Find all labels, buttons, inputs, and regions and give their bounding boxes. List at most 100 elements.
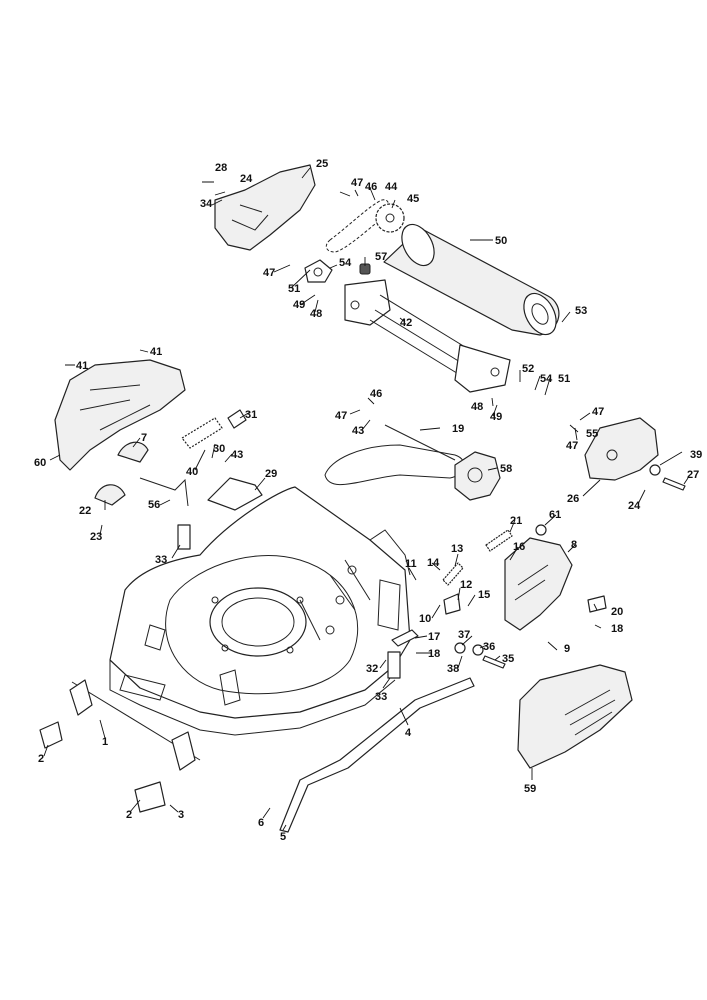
callout-60: 60 [34, 457, 46, 469]
callout-56: 56 [148, 499, 160, 511]
callout-58: 58 [500, 463, 512, 475]
flange-51 [304, 259, 333, 283]
rear-roller [383, 223, 560, 336]
knob-7 [117, 441, 149, 463]
callout-41: 41 [76, 360, 88, 372]
callout-51: 51 [288, 283, 300, 295]
roller-frame [344, 279, 511, 393]
callout-19: 19 [452, 423, 464, 435]
callout-6: 6 [258, 817, 264, 829]
callout-40: 40 [186, 466, 198, 478]
callout-17: 17 [428, 631, 440, 643]
callout-13: 13 [451, 543, 463, 555]
callout-47: 47 [566, 440, 578, 452]
bolt-35 [482, 655, 506, 669]
callout-39: 39 [690, 449, 702, 461]
callout-7: 7 [141, 432, 147, 444]
callout-54: 54 [540, 373, 553, 385]
callout-18: 18 [428, 648, 440, 660]
mower-deck [109, 486, 411, 736]
side-cover-60 [54, 359, 186, 471]
callout-9: 9 [564, 643, 570, 655]
callout-54: 54 [339, 257, 352, 269]
chute-59 [517, 664, 633, 769]
side-cover-26 [584, 417, 659, 481]
callout-38: 38 [447, 663, 459, 675]
callout-43: 43 [231, 449, 243, 461]
callout-3: 3 [178, 809, 184, 821]
callout-29: 29 [265, 468, 277, 480]
sprocket-45 [375, 203, 405, 233]
rack-29 [207, 477, 263, 511]
callout-51: 51 [558, 373, 570, 385]
handle-bar-4 [279, 677, 475, 833]
clip-20 [587, 595, 607, 613]
callout-20: 20 [611, 606, 623, 618]
callout-12: 12 [460, 579, 472, 591]
callout-49: 49 [490, 411, 502, 423]
bushing-39 [649, 464, 661, 476]
cap-61 [535, 524, 547, 536]
callout-33: 33 [375, 691, 387, 703]
callout-36: 36 [483, 641, 495, 653]
lever-17 [391, 629, 419, 647]
rod-56 [139, 477, 189, 507]
callout-35: 35 [502, 653, 514, 665]
callout-50: 50 [495, 235, 507, 247]
callout-31: 31 [245, 409, 257, 421]
callout-25: 25 [316, 158, 328, 170]
knob-22 [94, 484, 126, 506]
callout-23: 23 [90, 531, 102, 543]
callout-53: 53 [575, 305, 587, 317]
callout-47: 47 [592, 406, 604, 418]
callout-57: 57 [375, 251, 387, 263]
callout-48: 48 [471, 401, 483, 413]
callout-16: 16 [513, 541, 525, 553]
leader-lines [43, 167, 689, 831]
callout-46: 46 [370, 388, 382, 400]
callout-11: 11 [405, 558, 417, 570]
gearbox-58 [454, 451, 501, 501]
callout-41: 41 [150, 346, 162, 358]
callout-44: 44 [385, 181, 398, 193]
spring-40 [181, 417, 223, 449]
callout-47: 47 [351, 177, 363, 189]
callout-46: 46 [365, 181, 377, 193]
cover-8 [504, 537, 573, 631]
callout-49: 49 [293, 299, 305, 311]
callout-2: 2 [38, 753, 44, 765]
callout-4: 4 [405, 727, 412, 739]
callout-8: 8 [571, 539, 577, 551]
callout-52: 52 [522, 363, 534, 375]
callout-45: 45 [407, 193, 419, 205]
callout-34: 34 [200, 198, 213, 210]
bracket-2b [134, 781, 166, 813]
spring-21 [485, 529, 513, 552]
callout-32: 32 [366, 663, 378, 675]
chain-cover-25 [214, 164, 316, 251]
callout-5: 5 [280, 831, 286, 843]
callout-1: 1 [102, 736, 108, 748]
callout-42: 42 [400, 317, 412, 329]
callout-47: 47 [335, 410, 347, 422]
callout-22: 22 [79, 505, 91, 517]
callout-30: 30 [213, 443, 225, 455]
bracket-33b [387, 651, 401, 679]
callout-24: 24 [628, 500, 641, 512]
clip-31 [227, 409, 247, 429]
callout-labels: 28 24 25 34 47 46 44 45 50 47 54 57 51 4… [34, 158, 702, 843]
washer-37 [454, 642, 466, 654]
callout-21: 21 [510, 515, 522, 527]
callout-28: 28 [215, 162, 227, 174]
callout-59: 59 [524, 783, 536, 795]
callout-10: 10 [419, 613, 431, 625]
callout-2: 2 [126, 809, 132, 821]
callout-37: 37 [458, 629, 470, 641]
callout-43: 43 [352, 425, 364, 437]
callout-14: 14 [427, 557, 440, 569]
drive-chain [325, 199, 389, 253]
bracket-33a [177, 524, 191, 550]
callout-27: 27 [687, 469, 699, 481]
bolt-27 [662, 477, 686, 491]
